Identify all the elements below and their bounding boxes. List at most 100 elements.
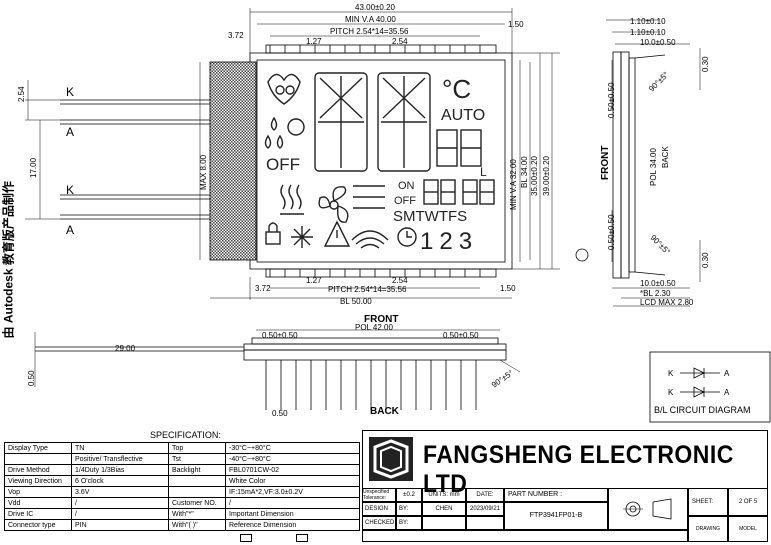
spec-cell: Positive/ Transflective xyxy=(71,453,169,465)
spec-cell: Reference Dimension xyxy=(225,519,360,531)
spec-cell xyxy=(168,486,226,498)
technical-drawing: °C AUTO L OFF ON OFF SMTWTFS 123 43.00±0… xyxy=(17,3,771,423)
tb-empty-1 xyxy=(422,516,466,530)
pin-label-k1: K xyxy=(66,85,74,99)
side-dim-b1: *BL 2.30 xyxy=(640,289,671,298)
circuit-k-1: K xyxy=(668,369,674,378)
dim-left-small-bottom: 1.27 xyxy=(306,276,322,285)
side-pol: POL 34.00 xyxy=(649,147,658,186)
spec-cell: With"*" xyxy=(168,508,226,520)
drop-icon xyxy=(270,116,278,131)
tb-sheet: 2 OF 5 xyxy=(728,488,768,516)
spec-cell: Viewing Direction xyxy=(4,475,72,487)
tb-units: UNITS: mm xyxy=(422,488,466,502)
side-dim-2: 10.0±0.50 xyxy=(640,38,676,47)
side-dim-b0: 10.0±0.50 xyxy=(640,279,676,288)
spec-cell: 1/4Duty 1/3Bias xyxy=(71,464,169,476)
dim-right-small-top: 2.54 xyxy=(392,37,408,46)
tb-part-number: FTP3941FP01-B xyxy=(504,502,608,530)
title-block: FANGSHENG ELECTRONIC LTD xyxy=(362,430,768,542)
spec-cell: 6 O'clock xyxy=(71,475,169,487)
side-left-top: 0.50±0.50 xyxy=(607,82,616,118)
spec-cell: Important Dimension xyxy=(225,508,360,520)
diode-icon-1 xyxy=(693,367,705,379)
circuit-k-2: K xyxy=(668,388,674,397)
tb-box-2 xyxy=(296,534,308,542)
spec-cell: Connector type xyxy=(4,519,72,531)
dim-left-small-top: 1.27 xyxy=(306,37,322,46)
spec-cell: / xyxy=(71,508,169,520)
spec-cell xyxy=(4,453,72,465)
dim-left-a: 2.54 xyxy=(17,86,26,102)
tb-by2: BY: xyxy=(396,516,422,530)
spec-cell xyxy=(168,475,226,487)
circuit-title: B/L CIRCUIT DIAGRAM xyxy=(654,405,751,415)
circuit-diagram xyxy=(649,351,771,423)
spec-cell: Customer NO. xyxy=(168,497,226,509)
tb-by: BY: xyxy=(396,502,422,516)
dim-left-offset-top: 3.72 xyxy=(228,31,244,40)
side-back: BACK xyxy=(661,146,670,168)
dim-left-offset-bottom: 3.72 xyxy=(255,284,271,293)
top-pins xyxy=(265,44,497,54)
tb-date: 2023/09/21 xyxy=(466,502,504,516)
tb-date-label: DATE: xyxy=(466,488,504,502)
main-view xyxy=(25,8,560,300)
company-name: FANGSHENG ELECTRONIC LTD xyxy=(423,441,734,498)
spec-cell: / xyxy=(225,497,360,509)
clock-icon xyxy=(397,227,417,247)
dim-right-3: 39.00±0.20 xyxy=(542,155,551,196)
tb-sheet-label: SHEET: xyxy=(688,488,728,516)
lcd-auto: AUTO xyxy=(441,107,485,124)
pin-label-k2: K xyxy=(66,183,74,197)
spec-cell: / xyxy=(71,497,169,509)
projection-icon xyxy=(623,498,672,520)
side-right-bottom: 0.30 xyxy=(701,252,710,268)
lcd-on: ON xyxy=(398,180,415,192)
side-view xyxy=(575,19,701,307)
lock-icon xyxy=(265,231,281,245)
warning-icon xyxy=(323,220,351,247)
heart-icon xyxy=(267,73,301,105)
circuit-a-2: A xyxy=(724,388,730,397)
side-front: FRONT xyxy=(600,146,611,180)
dim-right-offset-bottom: 1.50 xyxy=(500,284,516,293)
bottom-view-pins xyxy=(265,360,477,410)
spec-title: SPECIFICATION: xyxy=(150,430,221,440)
side-left-bottom: 0.50±0.50 xyxy=(607,214,616,250)
spec-cell: IF:15mA*2,VF:3.0±0.2V xyxy=(225,486,360,498)
side-dim-0: 1.10±0.10 xyxy=(630,17,666,26)
backlight-block xyxy=(209,61,257,261)
spec-cell: Vdd xyxy=(4,497,72,509)
spec-cell: -30°C~+80°C xyxy=(225,442,360,454)
tb-design: DESIGN xyxy=(362,502,396,516)
tb-tol: ±0.2 xyxy=(396,488,422,502)
lcd-off2: OFF xyxy=(394,195,416,207)
dim-right-2: 35.00±0.20 xyxy=(530,155,539,196)
spec-cell: Top xyxy=(168,442,226,454)
spec-cell: Display Type xyxy=(4,442,72,454)
spec-cell: PIN xyxy=(71,519,169,531)
tb-drawing: DRAWING xyxy=(688,516,728,542)
dim-right-0: MIN V.A 32.00 xyxy=(509,159,518,210)
side-angle-bottom: 90°±5° xyxy=(649,233,672,256)
tb-part-label: PART NUMBER : xyxy=(504,488,608,502)
bottom-angle: 90°±5° xyxy=(490,368,515,389)
bottom-front: FRONT xyxy=(364,314,398,325)
lcd-segments xyxy=(264,72,495,249)
side-right-top: 0.30 xyxy=(701,56,710,72)
spec-cell: With"( )" xyxy=(168,519,226,531)
bottom-pin-len: 29.00 xyxy=(115,344,136,353)
spec-cell: Vop xyxy=(4,486,72,498)
pin-label-a1: A xyxy=(66,125,74,139)
dim-pitch-top: PITCH 2.54*14=35.56 xyxy=(330,27,409,36)
lcd-nums: 123 xyxy=(420,228,478,255)
sun-icon xyxy=(287,118,305,136)
dim-overall-width: 43.00±0.20 xyxy=(355,3,396,12)
backlight-leads xyxy=(60,99,210,220)
spec-cell: 3.6V xyxy=(71,486,169,498)
